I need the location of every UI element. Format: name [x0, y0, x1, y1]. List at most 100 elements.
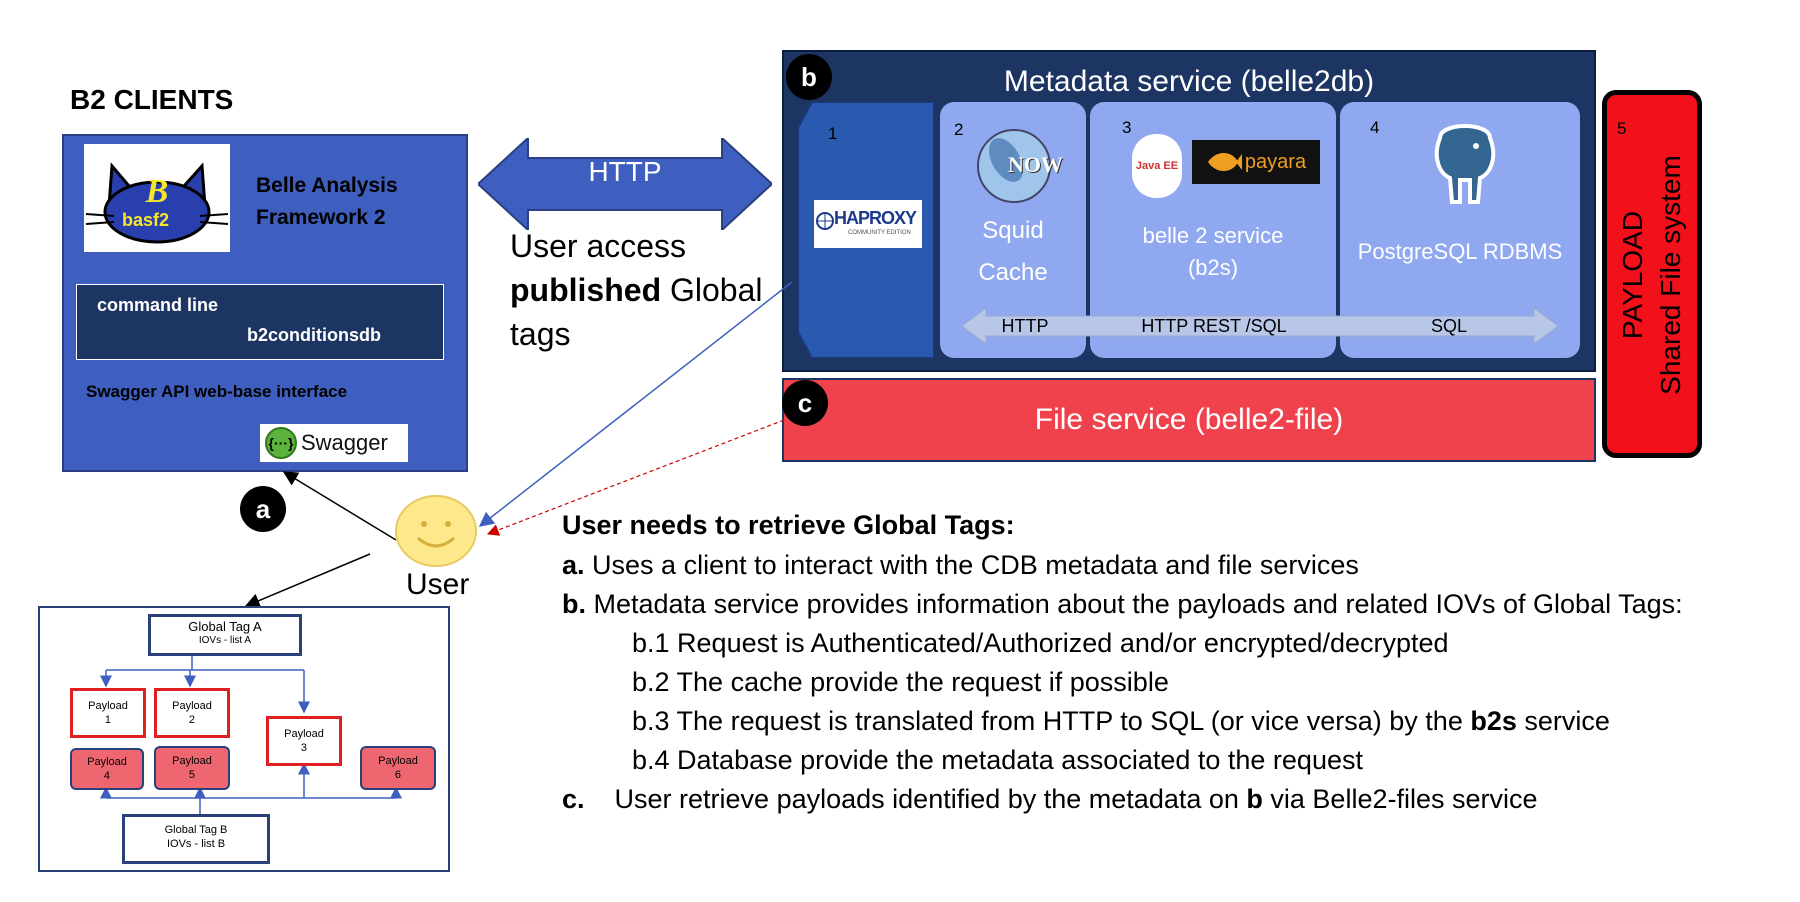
squid-line1: Squid	[982, 217, 1044, 244]
label-a: a	[240, 486, 286, 532]
swagger-api-label: Swagger API web-base interface	[86, 382, 348, 401]
haproxy-icon	[816, 212, 834, 230]
file-service-panel: File service (belle2-file)	[782, 378, 1596, 462]
exp-b3-pre: b.3 The request is translated from HTTP …	[632, 706, 1471, 736]
comp4-num: 4	[1370, 118, 1380, 137]
framework-line1: Belle Analysis	[256, 174, 398, 197]
svg-text:B: B	[145, 173, 169, 210]
explanation-c: c. User retrieve payloads identified by …	[562, 784, 1538, 815]
swagger-icon: {···}	[265, 427, 297, 459]
explanation-b2: b.2 The cache provide the request if pos…	[632, 667, 1169, 697]
comp2-num: 2	[954, 120, 964, 139]
flow-sql-label: SQL	[1430, 315, 1468, 336]
payara-logo: payara	[1192, 140, 1320, 184]
payload-3: Payload 3	[266, 716, 342, 766]
global-tag-b-box: Global Tag B IOVs - list B	[122, 814, 270, 864]
postgresql-line1: PostgreSQL RDBMS	[1357, 239, 1563, 264]
payload-1: Payload 1	[70, 688, 146, 738]
metadata-title: Metadata service (belle2db)	[1003, 65, 1375, 98]
basf2-logo: B basf2	[84, 144, 230, 252]
explanation-a: a. Uses a client to interact with the CD…	[562, 550, 1359, 581]
haproxy-logo-text: HAPROXY	[834, 208, 917, 228]
http-arrow	[478, 138, 772, 230]
exp-c-pre: User retrieve payloads identified by the…	[584, 784, 1247, 814]
global-tag-a-box: Global Tag A IOVs - list A	[148, 614, 302, 656]
user-to-client-line	[282, 471, 397, 541]
explanation-b3: b.3 The request is translated from HTTP …	[632, 706, 1610, 737]
clients-title: B2 CLIENTS	[70, 84, 234, 115]
payload-6-num: 6	[394, 769, 402, 781]
payload-4-num: 4	[103, 770, 111, 782]
gt-b-sub: IOVs - list B	[166, 838, 226, 850]
payload-5-word: Payload	[172, 755, 212, 767]
gt-a-sub: IOVs - list A	[198, 635, 252, 646]
b2s-line2: (b2s)	[1187, 255, 1239, 280]
explanation-b: b. Metadata service provides information…	[562, 589, 1683, 620]
payload-4-word: Payload	[87, 756, 127, 768]
swagger-logo[interactable]: {···} Swagger	[260, 424, 408, 462]
exp-b-text: Metadata service provides information ab…	[586, 589, 1683, 619]
payload-3-word: Payload	[284, 728, 324, 740]
explanation-b1: b.1 Request is Authenticated/Authorized …	[632, 628, 1449, 658]
clients-panel: B basf2 Belle Analysis Framework 2 comma…	[62, 134, 468, 472]
cat-logo-icon: B	[85, 162, 229, 244]
squid-logo-icon	[977, 129, 1051, 203]
user-access-rest: Global	[661, 272, 763, 308]
payload-3-num: 3	[300, 742, 308, 754]
swagger-logo-text: Swagger	[301, 430, 388, 455]
javaee-logo: Java EE	[1132, 134, 1182, 198]
exp-b-label: b.	[562, 589, 586, 619]
payload-5-num: 5	[188, 769, 196, 781]
gt-a-title: Global Tag A	[188, 619, 262, 634]
payload-fs-panel: 5 PAYLOAD Shared File system	[1602, 90, 1702, 458]
command-line-box[interactable]: command line b2conditionsdb	[76, 284, 444, 360]
payload-6: Payload 6	[360, 746, 436, 790]
comp3-num: 3	[1122, 118, 1132, 137]
explanation-heading: User needs to retrieve Global Tags:	[562, 510, 1015, 540]
file-service-title: File service (belle2-file)	[1034, 403, 1344, 436]
exp-b3-post: service	[1516, 706, 1610, 736]
payara-logo-text: payara	[1244, 150, 1307, 173]
gt-b-title: Global Tag B	[164, 824, 228, 836]
label-b: b	[786, 54, 832, 100]
user-to-tags-line	[244, 553, 371, 608]
haproxy-logo-sub: COMMUNITY EDITION	[848, 230, 911, 236]
user-access-line1: User access	[510, 228, 687, 264]
payload-1-word: Payload	[88, 700, 128, 712]
svg-text:{···}: {···}	[269, 435, 294, 451]
http-arrow-label: HTTP	[588, 156, 662, 187]
file-to-user-line	[486, 419, 785, 536]
payload-2-word: Payload	[172, 700, 212, 712]
postgresql-elephant-icon	[1434, 124, 1496, 204]
exp-b3-bold: b2s	[1470, 706, 1517, 736]
payara-fish-icon	[1207, 153, 1242, 171]
tags-diagram-panel: Global Tag A IOVs - list A Payload 1 Payl…	[38, 606, 450, 872]
cmd-line2: b2conditionsdb	[247, 325, 381, 345]
user-smiley-icon	[395, 495, 477, 567]
user-access-line2: published Global	[510, 272, 763, 309]
comp1-num: 1	[828, 124, 838, 143]
haproxy-logo: HAPROXY COMMUNITY EDITION	[814, 200, 922, 248]
label-c: c	[782, 380, 828, 426]
payload-4: Payload 4	[70, 748, 144, 790]
user-label: User	[406, 568, 470, 601]
metadata-to-user-line	[478, 281, 793, 527]
exp-c-post: via Belle2-files service	[1262, 784, 1538, 814]
payload-6-word: Payload	[378, 755, 418, 767]
flow-double-arrow	[962, 307, 1558, 345]
explanation-b4: b.4 Database provide the metadata associ…	[632, 745, 1363, 775]
user-access-bold: published	[510, 272, 662, 308]
metadata-service-panel: Metadata service (belle2db) 1 HAPROXY CO…	[782, 50, 1596, 372]
flow-http-label: HTTP	[1001, 315, 1049, 336]
user-access-line3: tags	[510, 316, 571, 352]
exp-c-bold: b	[1246, 784, 1263, 814]
flow-rest-label: HTTP REST /SQL	[1141, 315, 1287, 336]
exp-a-text: Uses a client to interact with the CDB m…	[584, 550, 1359, 580]
cmd-line1: command line	[97, 295, 219, 315]
framework-line2: Framework 2	[256, 206, 386, 229]
tags-diagram-arrows	[100, 654, 402, 814]
exp-c-label: c.	[562, 784, 585, 814]
payload-1-num: 1	[104, 714, 112, 726]
